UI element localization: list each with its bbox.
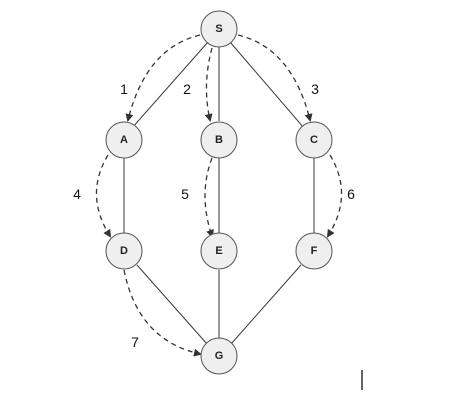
edges-layer (123, 41, 315, 345)
step-label-1: 1 (120, 81, 128, 97)
node-f-circle (295, 232, 333, 270)
edge-s-a (131, 41, 209, 129)
traversal-arrow-3 (237, 34, 313, 122)
traversal-arrow-2 (204, 47, 213, 122)
edge-d-g (136, 264, 208, 345)
step-label-3: 3 (311, 81, 319, 97)
node-d-circle (105, 232, 143, 270)
node-g-label: G (215, 350, 224, 362)
node-c-circle (295, 121, 333, 159)
node-c: C (295, 121, 333, 159)
node-a-label: A (120, 134, 128, 146)
edge-s-c (229, 41, 305, 129)
edge-f-g (230, 264, 302, 345)
node-s-label: S (215, 23, 222, 35)
node-d-label: D (120, 245, 128, 257)
node-b: B (200, 121, 238, 159)
node-a-circle (105, 121, 143, 159)
node-e: E (200, 232, 238, 270)
step-label-4: 4 (73, 186, 81, 202)
step-label-7: 7 (131, 334, 139, 350)
node-b-label: B (215, 134, 223, 146)
step-label-2: 2 (183, 81, 191, 97)
traversal-arrow-6 (326, 154, 343, 238)
step-label-6: 6 (347, 186, 355, 202)
nodes-layer: S A B C D E F G (105, 10, 333, 375)
node-s-circle (200, 10, 238, 48)
node-g: G (200, 337, 238, 375)
node-s: S (200, 10, 238, 48)
node-f: F (295, 232, 333, 270)
node-a: A (105, 121, 143, 159)
step-label-5: 5 (181, 186, 189, 202)
node-d: D (105, 232, 143, 270)
traversal-arrow-5 (204, 157, 214, 238)
node-b-circle (200, 121, 238, 159)
traversal-arrow-4 (95, 154, 112, 238)
node-e-circle (200, 232, 238, 270)
traversal-arrow-1 (125, 34, 201, 122)
node-f-label: F (311, 245, 318, 257)
node-e-label: E (215, 245, 222, 257)
node-c-label: C (310, 134, 318, 146)
step-labels: 1 2 3 4 5 6 7 (73, 81, 355, 350)
node-g-circle (200, 337, 238, 375)
traversal-layer (95, 34, 343, 357)
